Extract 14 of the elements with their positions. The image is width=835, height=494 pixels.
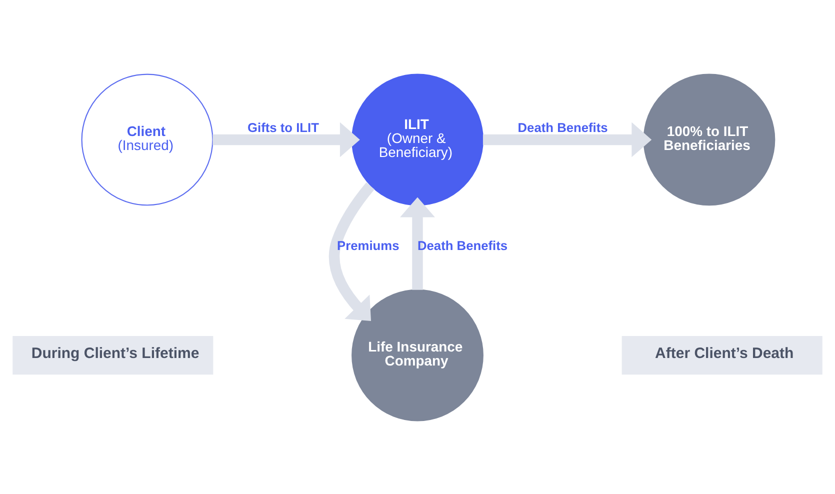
arrow — [329, 182, 375, 321]
label: During Client’s Lifetime — [31, 344, 200, 362]
arrow — [482, 122, 652, 157]
edge-label: Death Benefits — [518, 119, 608, 134]
edge-label: Premiums — [337, 237, 400, 252]
node-circle: 100% to ILIT Beneficiaries — [643, 73, 776, 206]
node-circle: Client (Insured) — [81, 73, 214, 206]
edge-label: Death Benefits — [418, 237, 508, 252]
node-circle: Life Insurance Company — [352, 288, 484, 421]
arrow — [212, 122, 360, 157]
label: After Client’s Death — [655, 344, 794, 362]
arrow — [400, 196, 435, 290]
edge-label: Gifts to ILIT — [248, 119, 319, 134]
node-circle: ILIT (Owner & Beneficiary) — [352, 73, 484, 206]
